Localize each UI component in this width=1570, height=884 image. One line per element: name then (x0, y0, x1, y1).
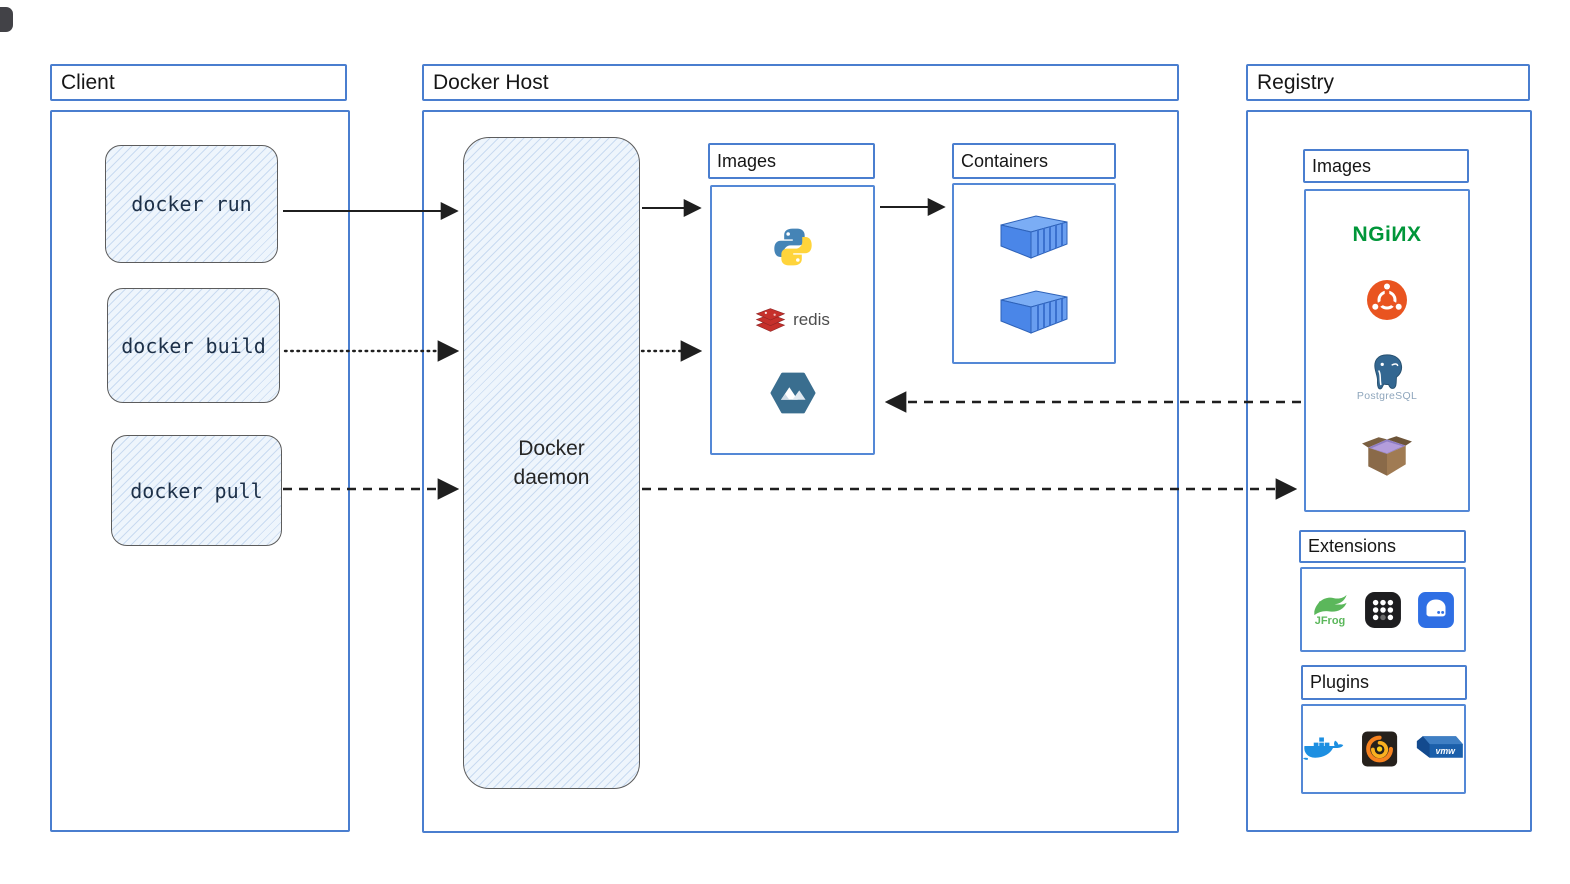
alpine-icon (770, 372, 815, 414)
docker-pull-box: docker pull (111, 435, 282, 546)
host-images-box: redis (710, 185, 875, 455)
jfrog-extension-item: JFrog (1311, 593, 1349, 627)
jfrog-icon (1314, 594, 1347, 615)
plugins-title: Plugins (1310, 672, 1370, 692)
docker-build-box: docker build (107, 288, 280, 403)
postgresql-icon (1374, 354, 1403, 390)
python-icon (773, 228, 812, 266)
postgresql-image-item: PostgreSQL (1357, 353, 1417, 402)
container-icon (1000, 215, 1068, 260)
docker-build-label: docker build (121, 333, 266, 358)
extensions-title-box: Extensions (1299, 530, 1466, 563)
registry-images-box: NGiИX PostgreSQL (1304, 189, 1470, 512)
client-title-box: Client (50, 64, 347, 101)
jfrog-label: JFrog (1314, 614, 1346, 627)
plugins-title-box: Plugins (1301, 665, 1467, 700)
app-grid-icon (1365, 591, 1401, 628)
nginx-icon: NGiИX (1352, 223, 1422, 246)
containers-title-box: Containers (952, 143, 1116, 179)
vmware-label: vmw (1436, 746, 1457, 756)
docker-host-title-box: Docker Host (422, 64, 1179, 101)
docker-daemon-label: Docker daemon (513, 436, 590, 489)
disk-drive-icon (1418, 591, 1454, 628)
registry-images-title-box: Images (1303, 149, 1469, 183)
redis-icon (755, 307, 786, 332)
docker-run-label: docker run (131, 192, 252, 216)
host-images-title: Images (717, 150, 777, 171)
corner-artifact (0, 7, 13, 32)
extensions-box: JFrog (1300, 567, 1466, 652)
host-images-title-box: Images (708, 143, 875, 179)
containers-title: Containers (961, 150, 1049, 171)
docker-run-box: docker run (105, 145, 278, 263)
docker-daemon-box: Docker daemon (463, 137, 640, 789)
docker-whale-icon (1303, 737, 1344, 760)
plugins-box: vmw (1301, 704, 1466, 794)
container-icon (1000, 290, 1068, 334)
extensions-title: Extensions (1308, 536, 1397, 556)
containers-box (952, 183, 1116, 364)
registry-title: Registry (1257, 70, 1335, 94)
ubuntu-icon (1367, 280, 1407, 320)
postgresql-label: PostgreSQL (1356, 390, 1418, 402)
grafana-icon (1362, 731, 1398, 767)
redis-image-item: redis (755, 307, 830, 334)
client-title: Client (61, 70, 115, 94)
registry-title-box: Registry (1246, 64, 1530, 101)
docker-pull-label: docker pull (130, 478, 263, 503)
registry-images-title: Images (1312, 155, 1372, 176)
vmware-icon: vmw (1417, 736, 1464, 758)
docker-host-title: Docker Host (433, 70, 549, 94)
redis-label: redis (793, 310, 830, 329)
busybox-icon (1362, 436, 1412, 476)
